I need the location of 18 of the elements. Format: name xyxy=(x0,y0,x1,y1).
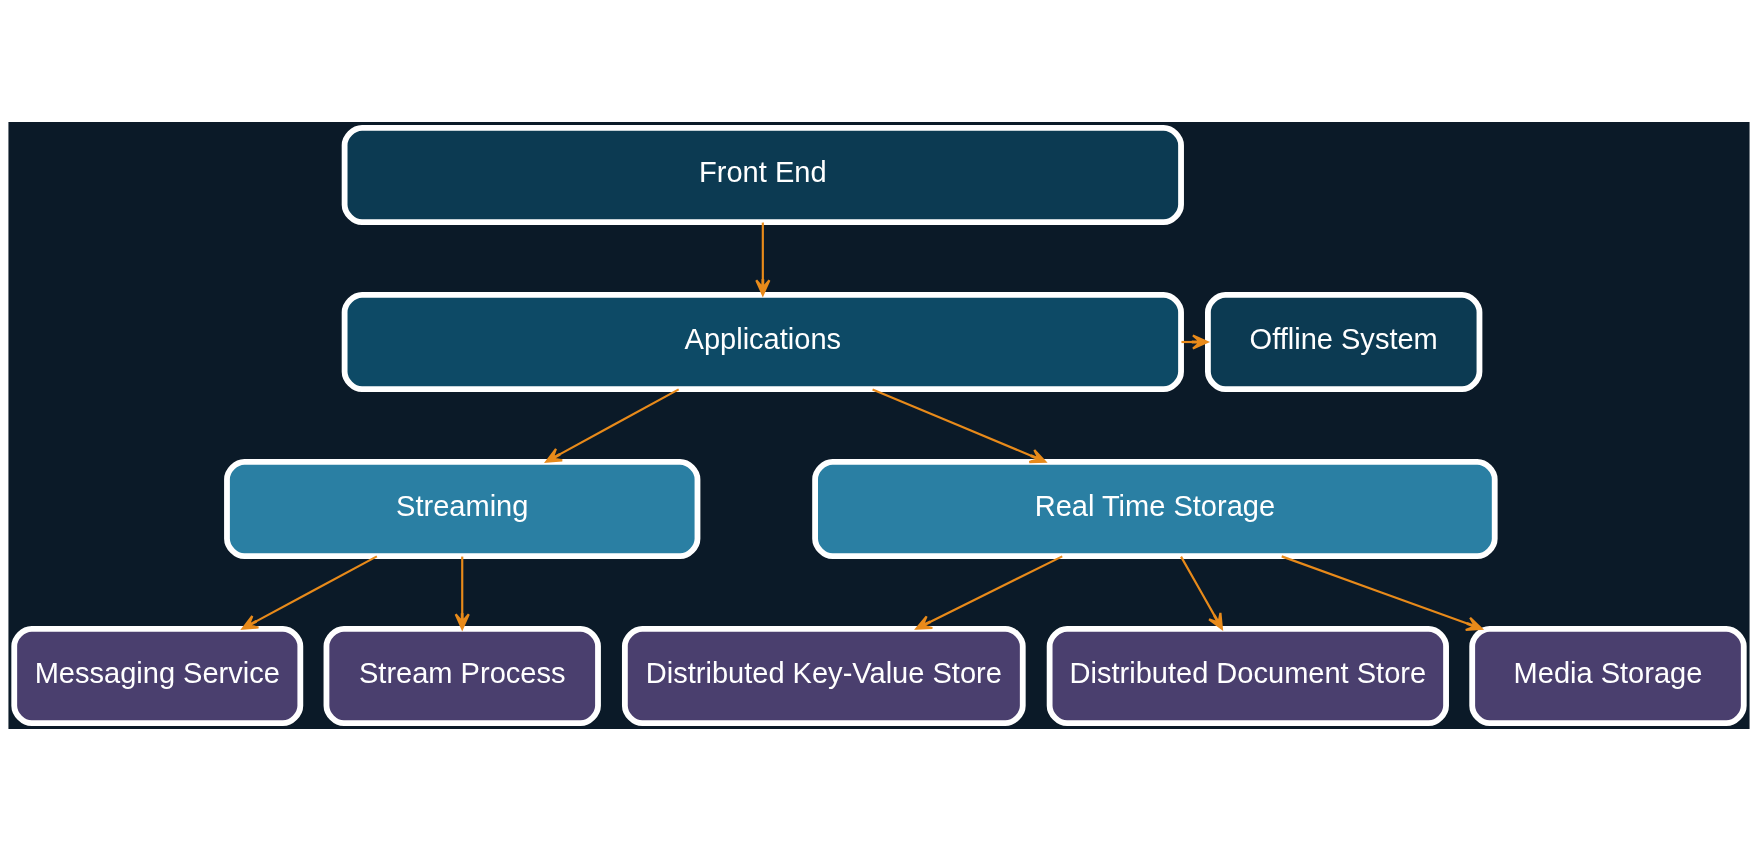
node-box: Messaging Service xyxy=(11,625,304,727)
node-box: Real Time Storage xyxy=(812,458,1498,560)
node-box: Applications xyxy=(341,291,1184,393)
arrow xyxy=(454,556,470,630)
node-box: Distributed Key-Value Store xyxy=(621,625,1026,727)
arrow xyxy=(545,388,680,463)
node-box: Stream Process xyxy=(323,625,601,727)
node-box: Media Storage xyxy=(1469,625,1747,727)
arrow xyxy=(241,555,378,630)
arrow xyxy=(915,555,1063,630)
arrow xyxy=(1180,556,1223,630)
node-box: Distributed Document Store xyxy=(1046,625,1449,727)
arrow xyxy=(872,388,1047,464)
node-box: Front End xyxy=(341,124,1184,226)
arrow xyxy=(1281,555,1483,632)
node-box: Offline System xyxy=(1205,291,1483,393)
node-box: Streaming xyxy=(224,458,701,560)
arrow xyxy=(755,222,771,296)
